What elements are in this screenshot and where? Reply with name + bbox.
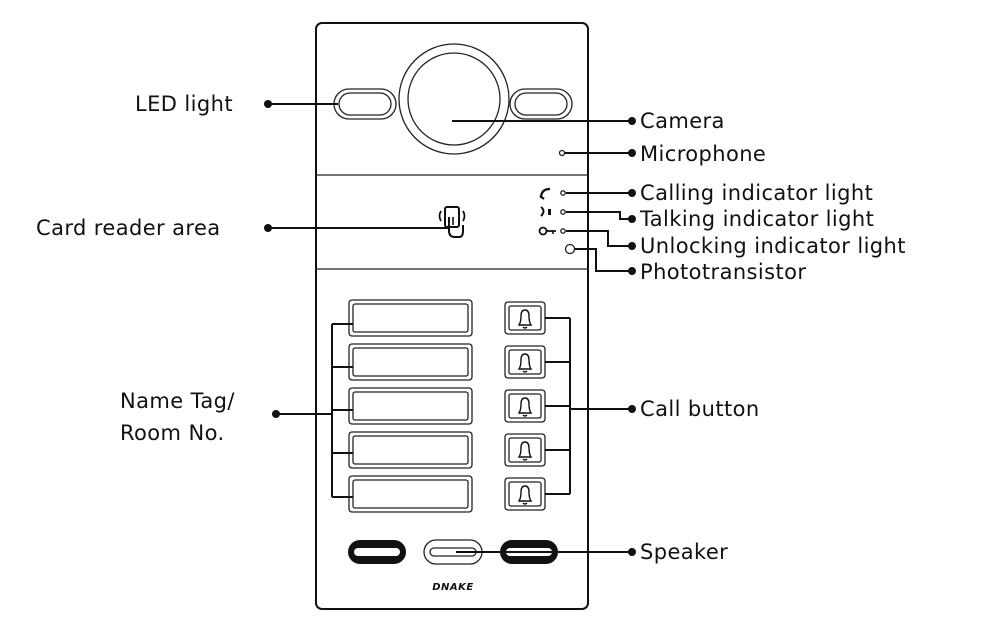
label-unlocking-indicator: Unlocking indicator light <box>640 234 906 258</box>
label-call-button: Call button <box>640 397 760 421</box>
led-light-right <box>509 88 573 120</box>
speaker-grille-left <box>348 540 406 564</box>
label-microphone: Microphone <box>640 142 766 166</box>
label-card-reader-area: Card reader area <box>36 216 221 240</box>
name-tag-4 <box>348 431 473 469</box>
talking-indicator-dot <box>560 209 566 215</box>
name-tag-5 <box>348 475 473 513</box>
camera-lens <box>398 43 510 155</box>
label-calling-indicator: Calling indicator light <box>640 181 873 205</box>
label-name-tag-line1: Name Tag/ <box>120 389 235 413</box>
leader-lines <box>264 100 636 556</box>
phototransistor-sensor <box>564 243 576 255</box>
name-tag-2 <box>348 343 473 381</box>
name-tag-3 <box>348 387 473 425</box>
call-button-1[interactable] <box>504 301 546 335</box>
label-speaker: Speaker <box>640 540 728 564</box>
label-name-tag-line2: Room No. <box>120 421 225 445</box>
name-tag-1 <box>348 299 473 337</box>
phone-handset-icon <box>539 187 551 200</box>
key-icon <box>538 226 556 236</box>
bell-icon <box>517 485 533 505</box>
device-panel <box>315 22 589 610</box>
bell-icon <box>517 397 533 417</box>
microphone-hole <box>558 149 566 157</box>
label-camera: Camera <box>640 109 725 133</box>
label-led-light: LED light <box>135 92 233 116</box>
bell-icon <box>517 309 533 329</box>
bell-icon <box>517 441 533 461</box>
label-phototransistor: Phototransistor <box>640 260 806 284</box>
label-talking-indicator: Talking indicator light <box>639 207 874 231</box>
card-tap-icon <box>438 206 466 238</box>
speech-wave-icon <box>540 206 551 217</box>
bell-icon <box>517 353 533 373</box>
brand-logo: DNAKE <box>432 582 474 593</box>
calling-indicator-dot <box>560 190 566 196</box>
unlocking-indicator-dot <box>560 228 566 234</box>
